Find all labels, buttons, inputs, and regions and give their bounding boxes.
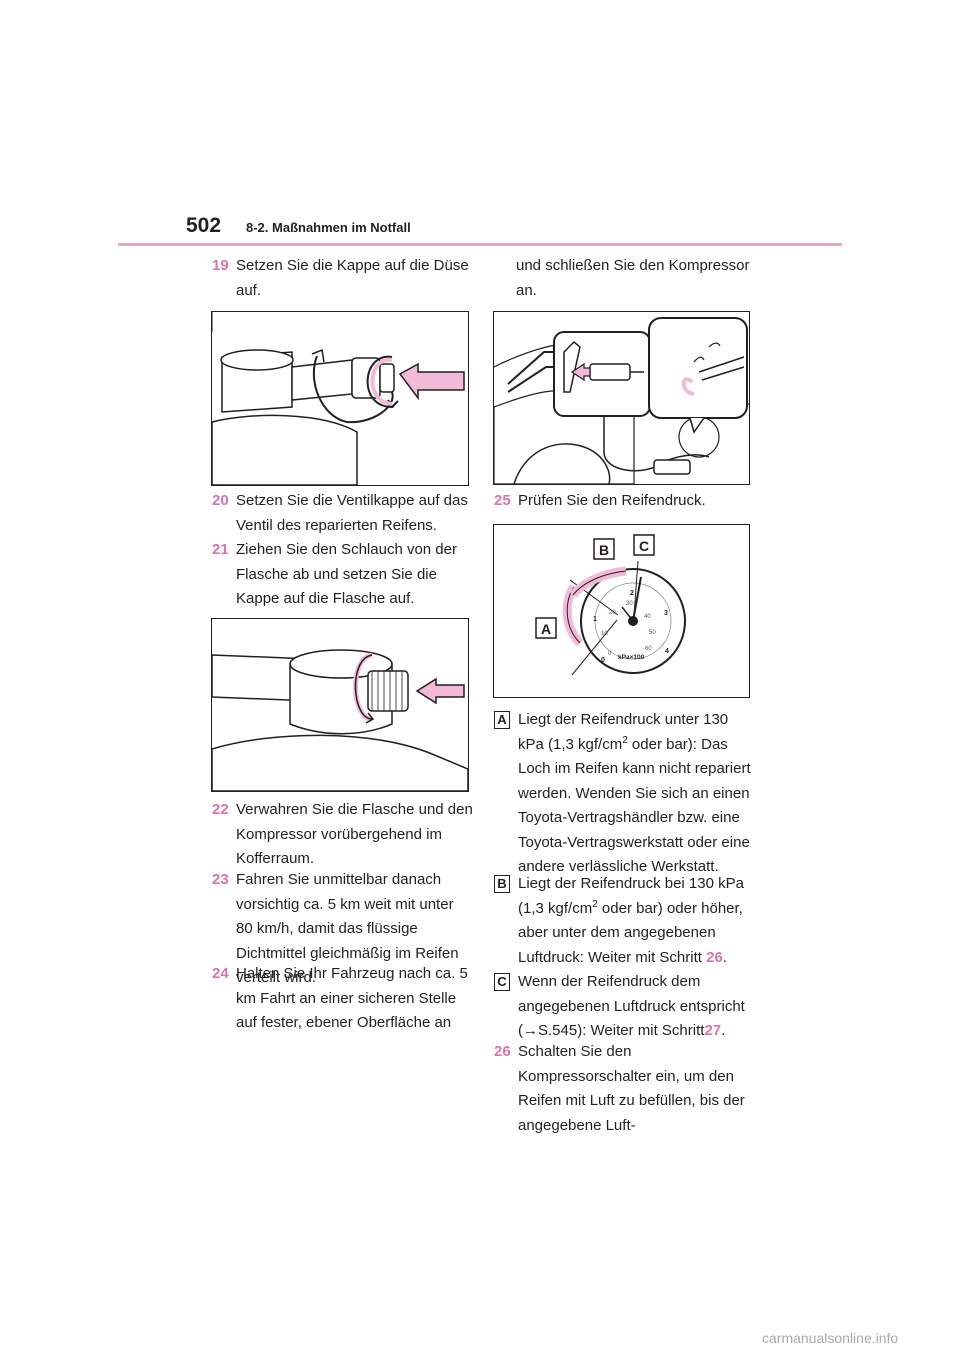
bottle-cap-illustration bbox=[212, 649, 468, 791]
step-text: Setzen Sie die Kappe auf die Düse auf. bbox=[236, 257, 469, 299]
item-text: oder bar) oder höher, aber unter dem ang… bbox=[518, 899, 743, 966]
step-20: 20 Setzen Sie die Ventilkappe auf das Ve… bbox=[212, 489, 474, 538]
outer-tick-label: 4 bbox=[665, 648, 669, 655]
item-text: Wenn der Reifendruck dem angegebenen Luf… bbox=[518, 973, 745, 1039]
inner-tick-label: 60 bbox=[645, 646, 652, 652]
outer-tick-label: 3 bbox=[664, 610, 668, 617]
step-text: Setzen Sie die Ventilkappe auf das Venti… bbox=[236, 492, 468, 534]
inner-tick-label: 0 bbox=[608, 651, 612, 657]
item-a: A Liegt der Reifendruck unter 130 kPa (1… bbox=[494, 708, 756, 880]
gauge-unit: kPa×100 bbox=[618, 654, 645, 661]
step-21: 21 Ziehen Sie den Schlauch von der Flasc… bbox=[212, 538, 474, 612]
step-number: 26 bbox=[494, 1043, 511, 1060]
item-text: Liegt der Reifendruck unter 130 kPa (1,3… bbox=[518, 711, 729, 753]
step-24: 24 Halten Sie Ihr Fahrzeug nach ca. 5 km… bbox=[212, 962, 474, 1036]
step-24-continued: und schließen Sie den Kompressor an. bbox=[516, 257, 750, 299]
step-number: 24 bbox=[212, 965, 229, 982]
outer-tick-label: 0 bbox=[601, 657, 605, 664]
step-number: 20 bbox=[212, 492, 229, 509]
step-text: Schalten Sie den Kompressorschalter ein,… bbox=[518, 1043, 745, 1134]
step-reference: 26 bbox=[706, 948, 723, 966]
step-26: 26 Schalten Sie den Kompressorschalter e… bbox=[494, 1040, 756, 1138]
step-reference: 27 bbox=[704, 1022, 722, 1039]
step-text: Fahren Sie unmittelbar danach vorsichtig… bbox=[236, 871, 459, 986]
step-number: 19 bbox=[212, 257, 229, 274]
step-number: 21 bbox=[212, 541, 229, 558]
item-text: Liegt der Reifendruck bei 130 kPa (1,3 k… bbox=[518, 875, 744, 917]
figure-compressor-connection bbox=[493, 311, 750, 485]
step-text: Ziehen Sie den Schlauch von der Flasche … bbox=[236, 541, 457, 607]
step-text: Verwahren Sie die Flasche und den Kompre… bbox=[236, 801, 473, 867]
item-text: . bbox=[722, 948, 727, 966]
inner-tick-label: 20 bbox=[609, 610, 616, 616]
label-a: A bbox=[541, 621, 551, 637]
item-text: oder bar): Das Loch im Reifen kann nicht… bbox=[518, 735, 751, 876]
letter-box: B bbox=[494, 875, 510, 893]
compressor-connection-illustration bbox=[494, 317, 749, 484]
inner-tick-label: 10 bbox=[601, 631, 608, 637]
watermark: carmanualsonline.info bbox=[762, 1330, 899, 1346]
letter-box: A bbox=[494, 711, 510, 729]
step-text: Prüfen Sie den Reifendruck. bbox=[518, 492, 706, 509]
step-number: 22 bbox=[212, 801, 229, 818]
figure-bottle-cap bbox=[211, 618, 469, 792]
label-b: B bbox=[599, 542, 609, 558]
step-25: 25 Prüfen Sie den Reifendruck. bbox=[494, 489, 756, 514]
inner-tick-label: 50 bbox=[649, 630, 656, 636]
outer-tick-label: 1 bbox=[593, 616, 597, 623]
page-number: 502 bbox=[186, 214, 222, 237]
label-c: C bbox=[639, 538, 649, 554]
header-rule bbox=[118, 243, 842, 246]
pressure-gauge-illustration: 0 1 2 3 4 0 10 20 30 40 50 60 kPa×100 B … bbox=[535, 534, 686, 676]
item-b: B Liegt der Reifendruck bei 130 kPa (1,3… bbox=[494, 872, 756, 970]
step-number: 23 bbox=[212, 871, 229, 888]
step-number: 25 bbox=[494, 492, 511, 509]
item-c: C Wenn der Reifendruck dem angegebenen L… bbox=[494, 970, 756, 1044]
gauge-dial bbox=[580, 568, 686, 674]
figure-nozzle-cap bbox=[211, 311, 469, 486]
step-22: 22 Verwahren Sie die Flasche und den Kom… bbox=[212, 798, 474, 872]
figure-pressure-gauge: 0 1 2 3 4 0 10 20 30 40 50 60 kPa×100 B … bbox=[493, 524, 750, 698]
section-title: 8-2. Maßnahmen im Notfall bbox=[246, 220, 411, 235]
step-23: 23 Fahren Sie unmittelbar danach vorsich… bbox=[212, 868, 474, 991]
item-text: . bbox=[721, 1022, 726, 1039]
step-text: Halten Sie Ihr Fahrzeug nach ca. 5 km Fa… bbox=[236, 965, 468, 1031]
superscript: 2 bbox=[622, 734, 628, 746]
step-19: 19 Setzen Sie die Kappe auf die Düse auf… bbox=[212, 254, 474, 303]
superscript: 2 bbox=[592, 898, 598, 910]
inner-tick-label: 40 bbox=[644, 614, 651, 620]
outer-tick-label: 2 bbox=[630, 590, 634, 597]
inner-tick-label: 30 bbox=[626, 601, 633, 607]
letter-box: C bbox=[494, 973, 510, 991]
nozzle-cap-illustration bbox=[212, 312, 465, 485]
